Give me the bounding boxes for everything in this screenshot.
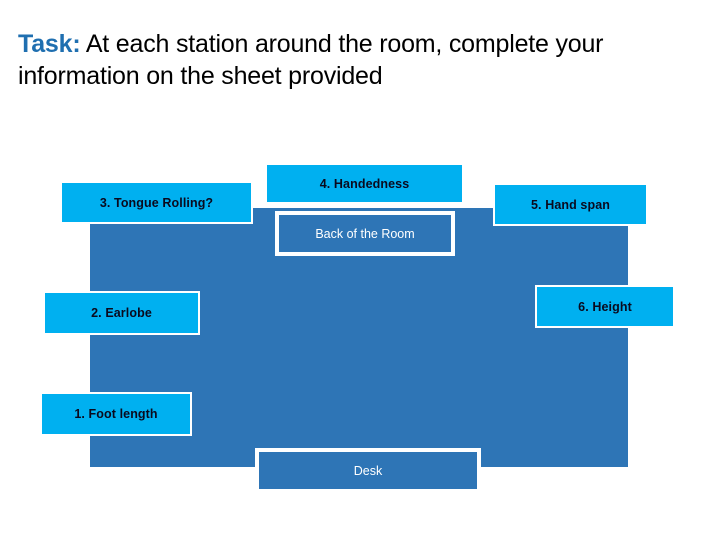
station-2-label: 2. Earlobe (91, 306, 152, 320)
room-label-desk: Desk (255, 448, 481, 493)
station-5-label: 5. Hand span (531, 197, 610, 212)
station-1-label: 1. Foot length (74, 407, 158, 421)
task-instruction-text: At each station around the room, complet… (18, 30, 604, 90)
room-label-back-text: Back of the Room (315, 226, 415, 241)
task-label: Task: (18, 30, 81, 58)
room-label-back-of-the-room: Back of the Room (275, 211, 455, 256)
room-label-desk-text: Desk (353, 463, 383, 478)
station-box-2-earlobe: 2. Earlobe (43, 291, 200, 335)
station-box-1-foot-length: 1. Foot length (40, 392, 192, 436)
station-box-6-height: 6. Height (535, 285, 675, 328)
station-3-label: 3. Tongue Rolling? (99, 195, 214, 210)
station-4-label: 4. Handedness (319, 176, 410, 191)
station-box-4-handedness: 4. Handedness (265, 163, 464, 204)
station-box-5-hand-span: 5. Hand span (493, 183, 648, 226)
page-title: Task: At each station around the room, c… (18, 28, 708, 92)
station-6-label: 6. Height (578, 299, 632, 314)
station-box-3-tongue-rolling: 3. Tongue Rolling? (60, 181, 253, 224)
